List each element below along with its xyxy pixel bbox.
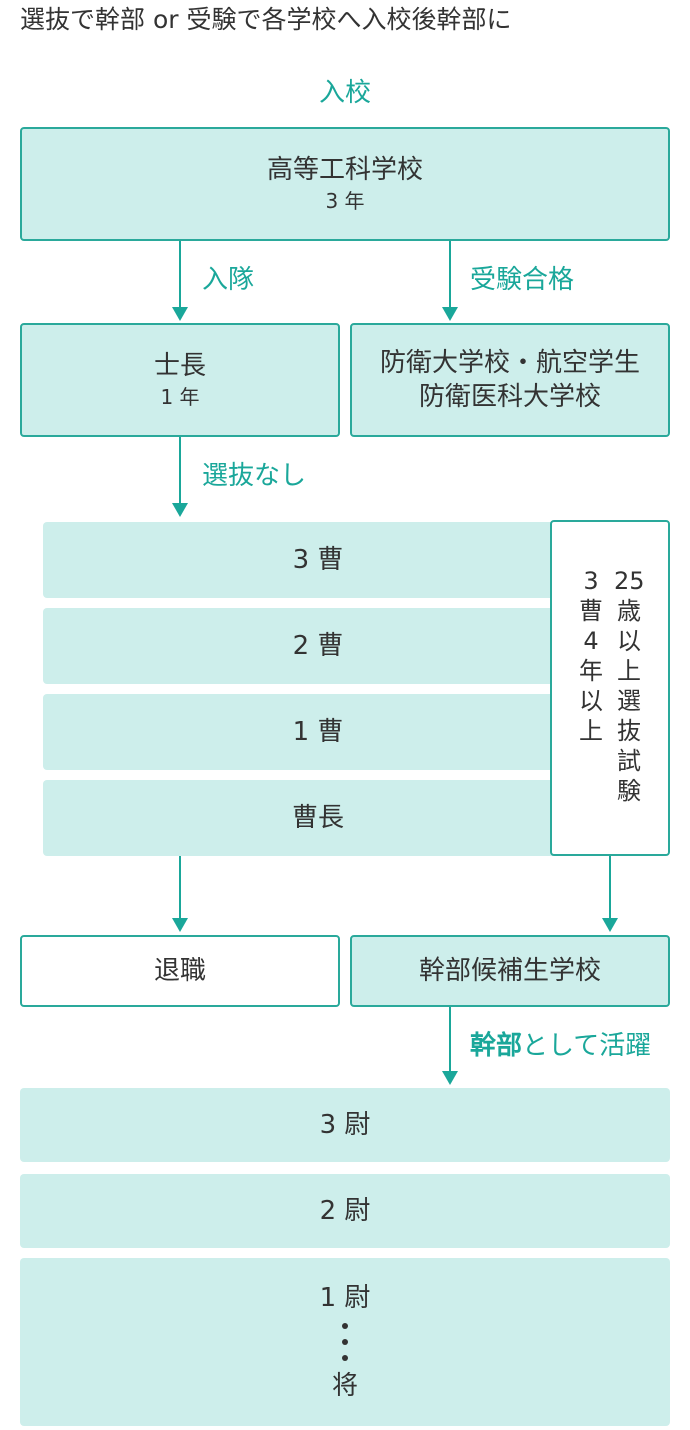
box-kotokoka-name: 高等工科学校 [266,155,423,185]
rank-label: 曹長 [291,803,344,833]
vchar: 試 [617,747,641,775]
vchar: 曹 [579,597,603,625]
selection-col-left: 3 曹 4 年 以 上 [576,566,606,746]
rank-1-so: 1 曹 [43,694,593,770]
vchar: 験 [617,777,641,805]
rank-label: 2 尉 [319,1196,371,1226]
vchar: 以 [579,687,603,715]
box-shicho: 士長 1 年 [20,323,340,437]
selection-col-right: 25 歳 以 上 選 抜 試 験 [614,566,645,806]
arrow-selection-to-school [602,856,618,932]
rank-label-first: 1 尉 [319,1283,371,1313]
rank-label: 2 曹 [292,631,344,661]
box-kotokoka-years: 3 年 [325,189,365,213]
box-shicho-years: 1 年 [160,385,200,409]
rank-label: 1 曹 [292,717,344,747]
label-officer-emphasis: 幹部 [470,1031,523,1061]
label-officer-active: 幹部として活躍 [470,1029,651,1063]
ellipsis-dots [342,1323,348,1361]
arrow-officer [442,1007,458,1085]
label-officer-rest: として活躍 [522,1031,652,1061]
rank-label-last: 将 [331,1371,358,1401]
vchar: 上 [617,657,641,685]
label-no-selection: 選抜なし [202,461,307,491]
dot [342,1355,348,1361]
vchar: 3 [583,567,599,595]
label-enlist: 入隊 [202,265,255,295]
box-academies: 防衛大学校・航空学生 防衛医科大学校 [350,323,670,437]
box-kotokoka: 高等工科学校 3 年 [20,127,670,241]
vchar: 以 [617,627,641,655]
dot [342,1339,348,1345]
box-retire-label: 退職 [153,956,206,986]
rank-socho: 曹長 [43,780,593,856]
rank-label: 3 曹 [292,545,344,575]
box-officer-candidate-school: 幹部候補生学校 [350,935,670,1007]
page-title: 選抜で幹部 or 受験で各学校へ入校後幹部に [20,5,512,34]
box-selection-exam: 3 曹 4 年 以 上 25 歳 以 上 選 抜 試 験 [550,520,670,856]
box-ocs-label: 幹部候補生学校 [418,956,601,986]
arrow-to-retire [172,856,188,932]
vchar: 抜 [617,717,641,745]
box-shicho-name: 士長 [153,351,206,381]
rank-label: 3 尉 [319,1110,371,1140]
label-pass-exam: 受験合格 [470,265,575,295]
vchar: 年 [579,657,603,685]
rank-1-i-to-sho: 1 尉 将 [20,1258,670,1426]
arrow-enlist [172,241,188,321]
rank-3-so: 3 曹 [43,522,593,598]
box-retire: 退職 [20,935,340,1007]
vchar: 選 [617,687,641,715]
arrow-no-selection [172,437,188,517]
box-academies-line2: 防衛医科大学校 [418,382,601,412]
vchar: 歳 [617,597,641,625]
vchar: 4 [583,627,599,655]
vchar: 上 [579,717,603,745]
rank-2-i: 2 尉 [20,1174,670,1248]
dot [342,1323,348,1329]
label-enroll: 入校 [318,78,371,108]
rank-3-i: 3 尉 [20,1088,670,1162]
box-academies-line1: 防衛大学校・航空学生 [379,348,640,378]
vchar: 25 [614,567,645,595]
arrow-pass-exam [442,241,458,321]
rank-2-so: 2 曹 [43,608,593,684]
